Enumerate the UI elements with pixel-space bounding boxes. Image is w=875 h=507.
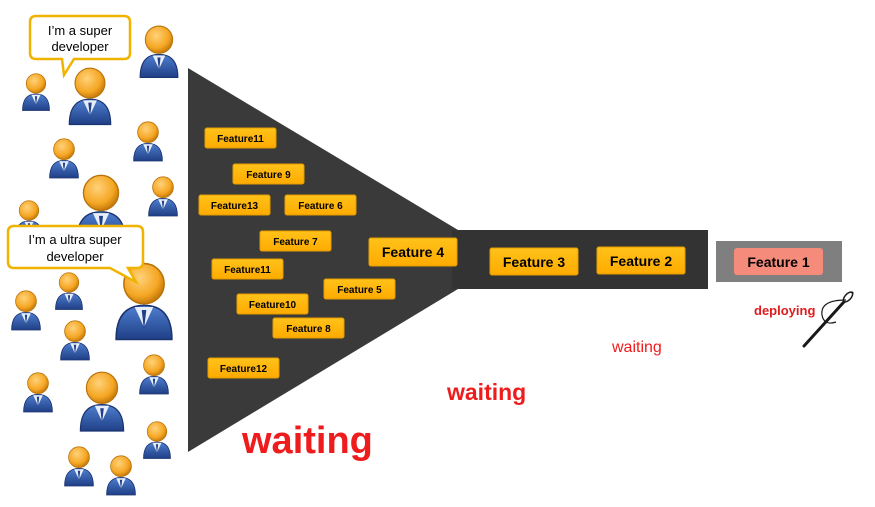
backlog-features: Feature11 Feature 9 Feature13 Feature 6 … (198, 127, 396, 379)
bubble-line: developer (46, 249, 104, 264)
feature-label: Feature 8 (286, 324, 331, 335)
needle-icon (802, 291, 854, 348)
waiting-label-large: waiting (241, 420, 373, 462)
developer-person-icon (22, 73, 50, 111)
developer-person-icon (23, 372, 53, 413)
feature-label: Feature 5 (337, 285, 382, 296)
developer-person-icon (64, 446, 94, 487)
feature-label: Feature 7 (273, 237, 318, 248)
feature-label: Feature 6 (298, 201, 343, 212)
feature-chip: Feature 6 (284, 194, 357, 216)
developer-person-icon (55, 272, 83, 310)
developer-person-icon (148, 176, 178, 217)
feature-chip: Feature 5 (323, 278, 396, 300)
developer-person-icon (143, 421, 171, 459)
deploy-feature: Feature 1 (734, 248, 823, 275)
feature-chip: Feature11 (204, 127, 277, 149)
funnel-neck-feature: Feature 4 (368, 237, 458, 267)
feature-chip: Feature 3 (489, 247, 579, 276)
feature-label: Feature11 (217, 134, 264, 145)
bubble-line: developer (51, 39, 109, 54)
waiting-label-small: waiting (611, 339, 662, 356)
feature-chip: Feature 2 (596, 246, 686, 275)
feature-chip: Feature 9 (232, 163, 305, 185)
developer-person-icon (139, 354, 169, 395)
feature-label: Feature13 (211, 201, 259, 212)
developer-person-icon (79, 371, 125, 432)
bubble-line: I’m a super (48, 23, 113, 38)
developer-person-icon (49, 138, 79, 179)
developer-person-icon (139, 25, 179, 79)
feature-label: Feature 3 (503, 254, 565, 270)
developer-person-icon (60, 320, 90, 361)
developer-person-icon (11, 290, 41, 331)
feature-label: Feature11 (224, 265, 271, 276)
waiting-label-medium: waiting (446, 379, 526, 405)
feature-label: Feature 2 (610, 253, 672, 269)
feature-chip: Feature12 (207, 357, 280, 379)
speech-bubble-super-developer: I’m a super developer (28, 14, 132, 79)
deploying-label: deploying (754, 303, 815, 318)
developer-person-icon (68, 67, 112, 126)
developer-person-icon (133, 121, 163, 162)
speech-bubble-ultra-developer: I’m a ultra super developer (6, 224, 145, 286)
feature-label: Feature 4 (382, 244, 444, 260)
feature-chip: Feature10 (236, 293, 309, 315)
feature-label: Feature10 (249, 300, 297, 311)
feature-label: Feature12 (220, 364, 268, 375)
bubble-line: I’m a ultra super (28, 232, 122, 247)
feature-chip: Feature 7 (259, 230, 332, 252)
developer-person-icon (106, 455, 136, 496)
pipe-features: Feature 3 Feature 2 (489, 246, 686, 276)
feature-label: Feature 1 (747, 254, 809, 270)
feature-label: Feature 9 (246, 170, 291, 181)
feature-chip: Feature 8 (272, 317, 345, 339)
feature-chip: Feature11 (211, 258, 284, 280)
feature-chip: Feature13 (198, 194, 271, 216)
